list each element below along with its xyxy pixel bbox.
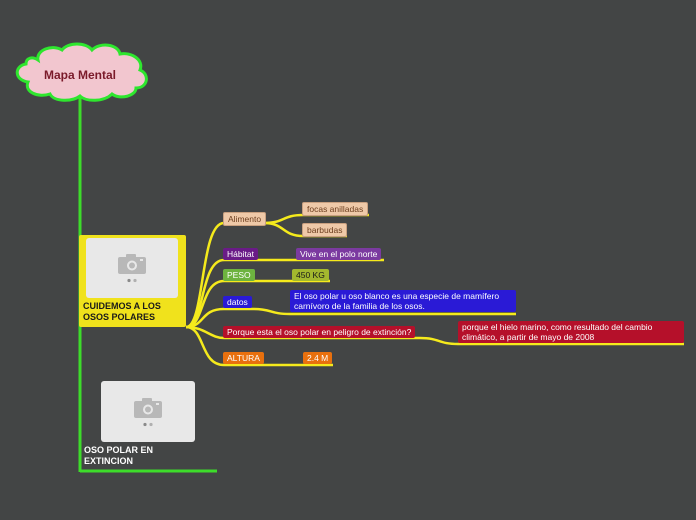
pager-dots	[143, 422, 153, 426]
leaf-node-datos-text[interactable]: El oso polar u oso blanco es una especie…	[290, 290, 516, 312]
branch-node-habitat[interactable]: Hábitat	[223, 248, 258, 260]
leaf-node-peligro-text[interactable]: porque el hielo marino, como resultado d…	[458, 321, 684, 343]
root-node-title[interactable]: Mapa Mental	[43, 68, 116, 82]
leaf-node-focas-anilladas[interactable]: focas anilladas	[302, 202, 369, 216]
topic-title-oso-polar[interactable]: OSO POLAR EN EXTINCION	[84, 445, 154, 466]
branch-line-altura	[185, 325, 333, 367]
branch-lines	[185, 213, 684, 367]
leaf-node-polo-norte[interactable]: Vive en el polo norte	[296, 248, 382, 260]
branch-node-altura[interactable]: ALTURA	[223, 352, 264, 364]
topic-image-cuidemos	[86, 238, 178, 298]
branch-line-peligro	[185, 325, 684, 346]
branch-line-alimento-focas	[263, 213, 369, 225]
camera-icon	[118, 254, 146, 274]
branch-line-datos	[185, 307, 516, 329]
branch-node-peso[interactable]: PESO	[223, 269, 255, 281]
leaf-node-barbudas[interactable]: barbudas	[302, 223, 348, 237]
leaf-node-450kg[interactable]: 450 KG	[292, 269, 329, 281]
branch-node-peligro[interactable]: Porque esta el oso polar en peligro de e…	[223, 326, 416, 338]
pager-dots	[127, 278, 137, 283]
camera-icon	[134, 397, 162, 418]
branch-line-peso	[185, 279, 330, 329]
branch-line-alimento	[185, 221, 264, 329]
topic-image-oso-polar	[101, 381, 195, 442]
root-cloud-shape	[15, 42, 148, 102]
leaf-node-altura-value[interactable]: 2.4 M	[303, 352, 333, 364]
branch-node-alimento[interactable]: Alimento	[223, 212, 267, 226]
topic-title-cuidemos: CUIDEMOS A LOS OSOS POLARES	[83, 301, 161, 322]
branch-node-datos[interactable]: datos	[223, 296, 252, 308]
